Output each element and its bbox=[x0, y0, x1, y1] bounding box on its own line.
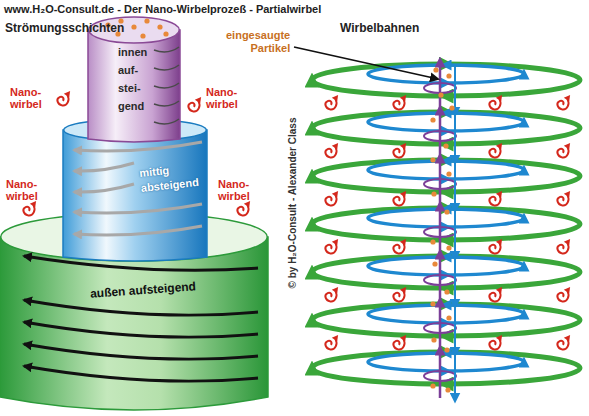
nano-vortex-symbol bbox=[393, 95, 406, 109]
nano-vortex-symbol bbox=[489, 287, 502, 301]
particle-dot bbox=[433, 67, 438, 72]
particle-dot bbox=[446, 315, 451, 320]
particle-dot bbox=[430, 157, 435, 162]
nano-vortex-label: Nano- wirbel bbox=[10, 86, 42, 110]
nano-vortex-symbol bbox=[557, 239, 570, 253]
nano-vortex-symbol bbox=[489, 143, 502, 157]
nano-vortex-symbol bbox=[489, 191, 502, 205]
middle-helix-ring bbox=[368, 305, 524, 323]
middle-helix-ring bbox=[368, 209, 524, 227]
particle-dot bbox=[446, 245, 451, 250]
leader-line bbox=[294, 47, 438, 79]
section-heading: Wirbelbahnen bbox=[340, 21, 419, 35]
nano-vortex-symbol bbox=[393, 191, 406, 205]
layer-label: mittig absteigend bbox=[139, 160, 200, 196]
particle-dot bbox=[445, 387, 450, 392]
rising-core-arrow bbox=[439, 62, 442, 398]
page-title: www.H₂O-Consult.de - Der Nano-Wirbelproz… bbox=[4, 3, 321, 16]
flow-layer-cylinder: innen auf- stei- gend bbox=[88, 16, 180, 144]
descending-core-arrow bbox=[454, 64, 456, 398]
particle-dot bbox=[430, 117, 435, 122]
particle-dot bbox=[438, 92, 443, 97]
middle-helix-ring bbox=[368, 353, 524, 371]
cylinder-top bbox=[64, 119, 207, 141]
particle-dot bbox=[444, 209, 449, 214]
nano-vortex-symbol bbox=[23, 201, 36, 215]
particle-dot bbox=[446, 171, 451, 176]
outer-helix-ring bbox=[312, 64, 580, 96]
nano-vortex-symbol bbox=[489, 335, 502, 349]
cylinder-body bbox=[88, 30, 180, 142]
cylinder-top bbox=[1, 213, 268, 261]
layer-label: innen auf- stei- gend bbox=[118, 43, 147, 115]
middle-helix-ring bbox=[368, 161, 524, 179]
cylinder-body bbox=[0, 237, 268, 410]
middle-helix-ring bbox=[368, 113, 524, 131]
nano-vortex-label: Nano- wirbel bbox=[218, 178, 250, 202]
particle-dot bbox=[430, 239, 435, 244]
nano-vortex-symbol bbox=[188, 97, 201, 111]
nano-vortex-symbol bbox=[393, 239, 406, 253]
nano-vortex-symbol bbox=[393, 335, 406, 349]
particle-dot bbox=[430, 301, 435, 306]
nano-vortex-symbol bbox=[557, 95, 570, 109]
nano-vortex-symbol bbox=[325, 239, 338, 253]
nano-vortex-symbol bbox=[237, 201, 250, 215]
particle-dot bbox=[444, 289, 449, 294]
outer-helix-ring bbox=[312, 256, 580, 288]
particle-dot bbox=[449, 105, 454, 110]
nano-vortex-symbol bbox=[489, 95, 502, 109]
outer-helix-ring bbox=[312, 160, 580, 192]
nano-vortex-symbol bbox=[393, 143, 406, 157]
particle-dot bbox=[431, 337, 436, 342]
particle-callout: eingesaugte Partikel bbox=[226, 29, 290, 55]
nano-vortex-symbol bbox=[325, 95, 338, 109]
nano-vortex-symbol bbox=[325, 143, 338, 157]
nano-vortex-label: Nano- wirbel bbox=[206, 86, 238, 110]
particle-dot bbox=[432, 261, 437, 266]
nano-vortex-symbol bbox=[489, 239, 502, 253]
nano-vortex-symbol bbox=[57, 91, 70, 105]
nano-vortex-symbol bbox=[325, 191, 338, 205]
nano-vortex-symbol bbox=[557, 191, 570, 205]
particle-dot bbox=[443, 143, 448, 148]
cylinder-body bbox=[63, 130, 207, 261]
section-heading: Strömungsschichten bbox=[5, 21, 124, 35]
nano-vortex-symbol bbox=[325, 287, 338, 301]
particle-dot bbox=[431, 191, 436, 196]
copyright-watermark: © by H₂O-Consult - Alexander Class bbox=[287, 118, 299, 289]
nano-vortex-symbol bbox=[325, 335, 338, 349]
cylinder-outline bbox=[88, 16, 180, 144]
outer-helix-ring bbox=[312, 208, 580, 240]
nano-vortex-symbol bbox=[557, 335, 570, 349]
outer-helix-ring bbox=[312, 112, 580, 144]
nano-vortex-symbol bbox=[557, 143, 570, 157]
nano-vortex-symbol bbox=[393, 287, 406, 301]
middle-helix-ring bbox=[368, 65, 524, 83]
particle-dot bbox=[430, 383, 435, 388]
particle-dot bbox=[444, 347, 449, 352]
outer-helix-ring bbox=[312, 304, 580, 336]
nano-vortex-symbol bbox=[557, 287, 570, 301]
outer-helix-ring bbox=[312, 352, 580, 384]
middle-helix-ring bbox=[368, 257, 524, 275]
particle-dot bbox=[446, 73, 451, 78]
nano-vortex-label: Nano- wirbel bbox=[6, 178, 38, 202]
